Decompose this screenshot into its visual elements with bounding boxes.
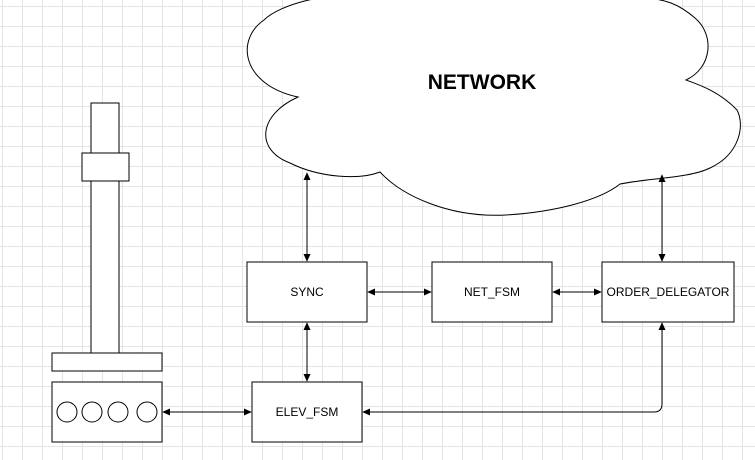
- sync-label: SYNC: [290, 285, 324, 299]
- panel-button-4: [136, 401, 158, 423]
- elevator-base: [51, 352, 163, 372]
- panel-button-3: [107, 401, 129, 423]
- elev-fsm-label: ELEV_FSM: [276, 405, 339, 419]
- elevator-illustration: [51, 102, 163, 372]
- order-delegator-node: ORDER_DELEGATOR: [601, 261, 735, 323]
- elevator-rail: [90, 102, 120, 354]
- net-fsm-node: NET_FSM: [431, 261, 553, 323]
- order-delegator-label: ORDER_DELEGATOR: [607, 285, 730, 299]
- network-label: NETWORK: [428, 71, 537, 94]
- net-fsm-label: NET_FSM: [464, 285, 520, 299]
- elev-fsm-node: ELEV_FSM: [251, 381, 363, 443]
- elevator-car: [81, 152, 130, 182]
- network-cloud: NETWORK: [246, 0, 741, 216]
- sync-node: SYNC: [246, 261, 368, 323]
- elevator-panel: [51, 381, 163, 443]
- panel-button-1: [56, 401, 78, 423]
- arrow-elev-fsm-order-delegator: [362, 322, 666, 416]
- panel-button-2: [81, 401, 103, 423]
